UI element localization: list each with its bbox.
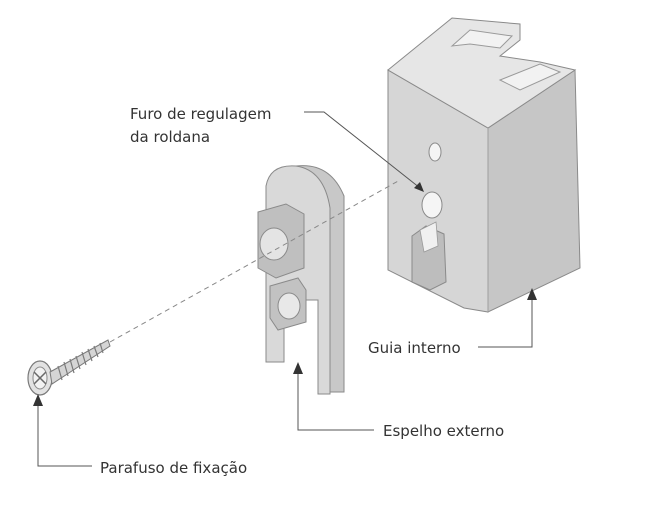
arrow-furo (414, 182, 424, 192)
guia-interno-part (387, 17, 581, 313)
label-furo-line2: da roldana (130, 128, 211, 146)
leader-guia (478, 298, 533, 348)
label-parafuso: Parafuso de fixação (100, 459, 248, 477)
espelho-externo-part (257, 165, 345, 395)
leader-furo (304, 111, 421, 189)
label-furo-line1: Furo de regulagem (130, 105, 272, 123)
leader-parafuso (37, 404, 92, 467)
arrow-guia (527, 288, 537, 300)
label-espelho-externo: Espelho externo (383, 422, 505, 440)
leader-espelho (297, 372, 374, 431)
parafuso-part (27, 339, 111, 396)
arrow-espelho (293, 362, 303, 374)
assembly-axis-dash (109, 179, 401, 343)
label-guia-interno: Guia interno (368, 339, 461, 357)
arrow-parafuso (33, 394, 43, 406)
